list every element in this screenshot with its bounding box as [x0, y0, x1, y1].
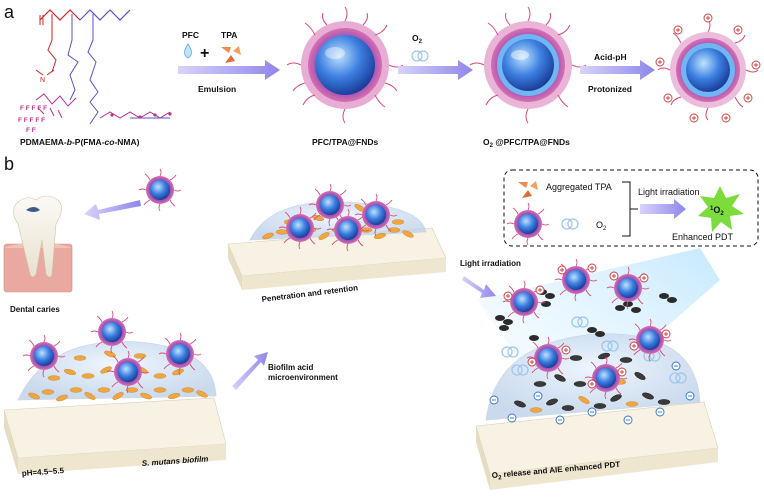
o2-arrow-label: O2: [412, 33, 423, 45]
svg-text:F F F F F: F F F F F: [20, 105, 47, 112]
tooth-illustration: [3, 195, 73, 293]
nanoparticle-protonized: [655, 13, 761, 123]
plus-sign: +: [200, 45, 209, 62]
light-irradiation-label: Light irradiation: [460, 259, 521, 268]
acid-arrow: [580, 60, 655, 80]
nanoparticle-1-label: PFC/TPA@FNDs: [312, 137, 378, 147]
nanoparticle-2-label: O2 @PFC/TPA@FNDs: [483, 137, 570, 149]
panel-a-label: a: [4, 2, 15, 22]
svg-text:F F F F F: F F F F F: [18, 117, 45, 124]
nanoparticle-o2-loaded: [469, 6, 587, 124]
emulsion-label: Emulsion: [198, 84, 236, 94]
arrow-to-tooth: [84, 200, 141, 220]
legend-box: [503, 169, 759, 247]
svg-text:F F: F F: [26, 127, 36, 134]
dental-caries-label: Dental caries: [10, 305, 60, 314]
ph-label: pH=4.5~5.5: [22, 466, 65, 478]
emulsion-arrow: [178, 60, 280, 80]
panel-b-label: b: [4, 154, 14, 174]
legend-bracket: [622, 181, 638, 237]
arrow-light: [462, 276, 496, 298]
singlet-oxygen-label: 1O2: [710, 205, 724, 217]
legend-arrow: [640, 199, 686, 219]
o2-arrow: [398, 60, 473, 80]
legend-aggregated-tpa: Aggregated TPA: [546, 182, 612, 192]
o2-bubble-icon: [411, 50, 429, 62]
acid-ph-label: Acid-pH: [594, 52, 627, 62]
nanoparticle-small-top: [138, 168, 182, 212]
singlet-oxygen-star: [698, 186, 744, 232]
legend-o2-label: O2: [596, 220, 607, 232]
svg-text:N: N: [40, 77, 45, 84]
protonized-label: Protonized: [588, 84, 632, 94]
polymer-structure: N F F F F F F F F F F F F: [18, 9, 172, 134]
tpa-label: TPA: [221, 30, 237, 40]
legend-enhanced-pdt: Enhanced PDT: [672, 232, 734, 242]
arrow-biofilm-acid: [232, 352, 268, 390]
pfc-droplet-icon: [184, 43, 192, 59]
pfc-label: PFC: [182, 30, 199, 40]
polymer-label: PDMAEMA-b-P(FMA-co-NMA): [20, 137, 140, 147]
nanoparticle-pfc-tpa: [286, 6, 404, 124]
legend-light-irradiation: Light irradiation: [638, 187, 700, 197]
tpa-icon: [221, 46, 241, 63]
